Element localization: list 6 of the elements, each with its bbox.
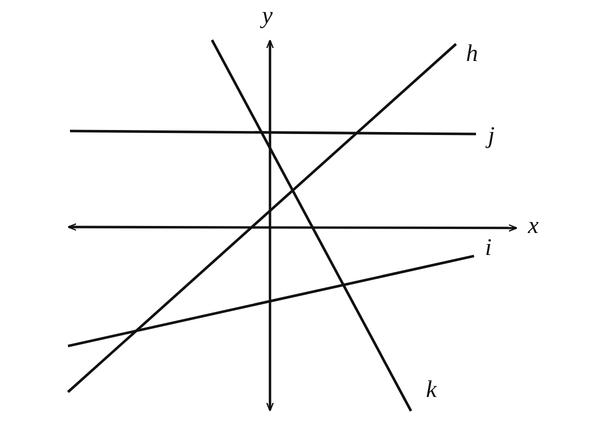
axis-label: x [528, 214, 539, 238]
line-label: h [466, 42, 478, 66]
axis-label: y [262, 4, 273, 28]
line-label: j [488, 124, 495, 148]
line-label: k [426, 378, 437, 402]
line-label: i [485, 236, 492, 260]
